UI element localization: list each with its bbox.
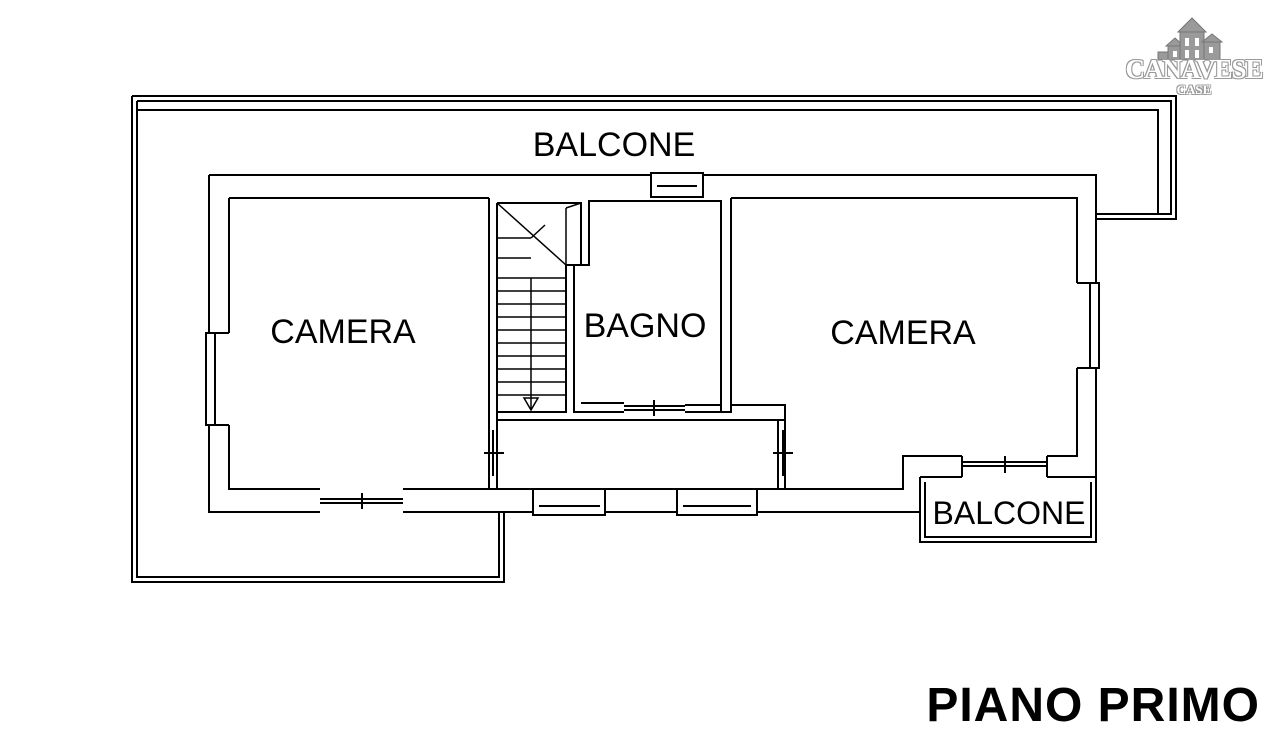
window-right (1089, 282, 1100, 369)
stair-wall-left (488, 198, 498, 420)
stair-frame (497, 202, 582, 413)
bathroom-walls (573, 200, 722, 413)
top-vent (650, 172, 704, 198)
corridor-walls (496, 404, 786, 489)
door-mark-balcony-small (962, 456, 1047, 473)
logo-name: CANAVESE (1125, 54, 1263, 84)
balcony-rail-line (137, 109, 1159, 214)
staircase (496, 202, 582, 412)
balcony-outline-outer (131, 95, 1177, 583)
door-mark-right-bedroom (773, 430, 793, 476)
window-bottom-2 (676, 488, 758, 516)
logo-subtitle: CASE (1176, 82, 1212, 97)
door-mark-bathroom (624, 400, 685, 416)
door-mark-left-bedroom (484, 430, 504, 476)
room-label-balcony-small: BALCONE (933, 495, 1086, 531)
floor-title: PIANO PRIMO (926, 679, 1260, 732)
room-label-bedroom-right: CAMERA (830, 314, 976, 352)
exterior-wall-inner (228, 197, 1078, 490)
window-left (205, 332, 216, 426)
canavese-case-logo: CANAVESE CASE (1118, 14, 1270, 98)
window-bottom-1 (532, 488, 606, 516)
room-label-bedroom-left: CAMERA (270, 313, 416, 351)
room-label-bathroom: BAGNO (584, 307, 707, 345)
room-label-balcony-top: BALCONE (533, 126, 696, 164)
balcony-outline-inner (136, 100, 1172, 578)
door-mark-bottom-left (320, 493, 403, 509)
houses-icon (1157, 17, 1224, 61)
bathroom-inner-walls (581, 198, 732, 413)
exterior-wall-outer (208, 174, 1097, 513)
small-balcony-outline (919, 476, 1097, 543)
